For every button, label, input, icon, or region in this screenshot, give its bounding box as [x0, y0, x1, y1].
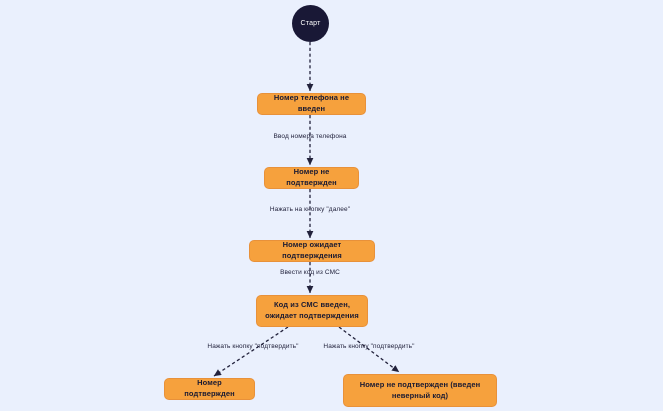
node-wrong-code-label: Номер не подтвержден (введен неверный ко…: [359, 379, 481, 400]
edge-code-entered-to-wrong-code: [338, 326, 400, 373]
node-no-number[interactable]: Номер телефона не введен: [257, 93, 366, 115]
edge-label-enter-sms-code: Ввести код из СМС: [280, 269, 340, 276]
edge-label-press-confirm-failure: Нажать кнопку "подтвердить": [323, 343, 415, 350]
edge-label-press-next: Нажать на кнопку "далее": [269, 206, 351, 213]
node-number-confirmed[interactable]: Номер подтвержден: [164, 378, 255, 400]
node-not-confirmed[interactable]: Номер не подтвержден: [264, 167, 359, 189]
edge-code-entered-to-confirmed: [213, 326, 289, 377]
node-start-label: Старт: [300, 20, 321, 27]
node-code-entered[interactable]: Код из СМС введен, ожидает подтверждения: [256, 295, 368, 327]
node-number-confirmed-label: Номер подтвержден: [184, 378, 235, 398]
node-not-confirmed-label: Номер не подтвержден: [286, 167, 337, 187]
node-start[interactable]: Старт: [292, 5, 329, 42]
edge-label-enter-phone: Ввод номера телефона: [273, 133, 347, 140]
node-awaiting-confirmation[interactable]: Номер ожидает подтверждения: [249, 240, 375, 262]
node-wrong-code[interactable]: Номер не подтвержден (введен неверный ко…: [343, 374, 497, 407]
node-code-entered-label: Код из СМС введен, ожидает подтверждения: [265, 300, 359, 320]
edge-label-press-confirm-success: Нажать кнопку "подтвердить": [207, 343, 299, 350]
node-awaiting-confirmation-label: Номер ожидает подтверждения: [282, 240, 342, 260]
node-no-number-label: Номер телефона не введен: [273, 93, 350, 113]
